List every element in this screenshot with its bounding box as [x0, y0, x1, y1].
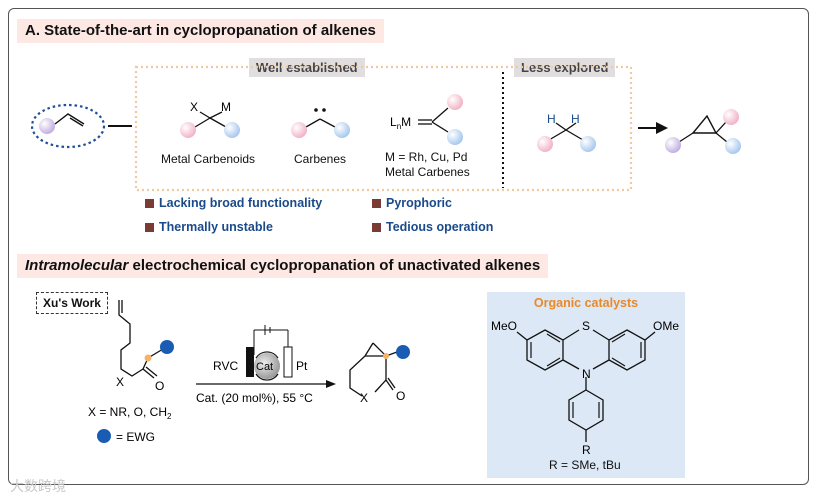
- section-b-title: Intramolecular electrochemical cycloprop…: [17, 254, 549, 278]
- substrate-o-atom: O: [155, 379, 164, 393]
- purple-sphere: [39, 118, 55, 134]
- blue-sphere: [224, 122, 240, 138]
- section-b-title-rest: electrochemical cyclopropanation of unac…: [128, 257, 541, 274]
- pink-sphere: [723, 109, 739, 125]
- rvc-electrode: [246, 347, 254, 377]
- figure-frame: [8, 8, 809, 485]
- carbenes-label: Carbenes: [294, 152, 347, 166]
- bullet-thermally-unstable: Thermally unstable: [145, 220, 273, 234]
- bullet-square: [145, 198, 154, 208]
- section-b-substrate: [118, 300, 174, 379]
- reaction-arrow-a: [638, 122, 668, 134]
- bullet-square: [372, 198, 381, 208]
- methoxy-left: MeO: [491, 319, 517, 333]
- section-b-title-italic: Intramolecular: [25, 257, 129, 274]
- sulfur-atom: S: [582, 319, 590, 333]
- watermark: 大数跨境: [10, 478, 66, 494]
- metal-carbenoid: [180, 111, 240, 138]
- catalyst-panel: Organic catalysts S N MeO OMe R R = SMe,…: [487, 292, 685, 478]
- orange-dot: [144, 354, 152, 362]
- r-group-definition: R = SMe, tBu: [549, 458, 621, 472]
- metal-carbenes-label: Metal Carbenes: [385, 165, 470, 179]
- section-a-title: A. State-of-the-art in cyclopropanation …: [17, 19, 384, 43]
- blue-sphere: [580, 136, 596, 152]
- pt-electrode: [283, 346, 293, 378]
- ewg-dot: [160, 340, 174, 354]
- hydrogen-label-2: H: [571, 112, 580, 126]
- phenothiazine-structure: S N MeO OMe R: [491, 319, 679, 457]
- blue-sphere: [447, 129, 463, 145]
- free-carbene: [291, 108, 350, 138]
- pink-sphere: [447, 94, 463, 110]
- cyclopropane-product: [665, 109, 741, 154]
- r-group-atom: R: [582, 443, 591, 457]
- ewg-dot: [396, 345, 410, 359]
- electrochemical-cell: [246, 325, 293, 381]
- product-o-atom: O: [396, 389, 405, 403]
- rvc-label: RVC: [213, 359, 238, 373]
- carbenoid-x-label: X: [190, 100, 198, 114]
- reaction-conditions: Cat. (20 mol%), 55 °C: [196, 391, 313, 405]
- methylene-fragment: [537, 122, 596, 152]
- catalyst-title: Organic catalysts: [533, 296, 639, 310]
- bullet-square: [145, 222, 154, 232]
- pink-sphere: [537, 136, 553, 152]
- metal-list-label: M = Rh, Cu, Pd: [385, 150, 468, 164]
- substrate-highlight-ring: [30, 103, 106, 149]
- bullet-lacking-functionality: Lacking broad functionality: [145, 196, 322, 210]
- bicyclic-product: [349, 342, 410, 397]
- metal-carbene: [418, 94, 463, 145]
- alkene-substrate: [30, 103, 132, 149]
- methoxy-right: OMe: [653, 319, 679, 333]
- x-definition: X = NR, O, CH2: [88, 405, 172, 421]
- ewg-legend-dot: [97, 429, 111, 443]
- orange-dot: [383, 353, 389, 359]
- substrate-x-atom: X: [116, 375, 124, 389]
- nitrogen-atom: N: [582, 367, 591, 381]
- pink-sphere: [291, 122, 307, 138]
- pt-label: Pt: [296, 359, 308, 373]
- pink-sphere: [180, 122, 196, 138]
- product-x-atom: X: [360, 391, 368, 405]
- bullet-pyrophoric: Pyrophoric: [372, 196, 452, 210]
- less-explored-label: Less explored: [514, 58, 616, 77]
- bullet-square: [372, 222, 381, 232]
- carbenoid-m-label: M: [221, 100, 231, 114]
- reaction-arrow-b: [196, 380, 336, 388]
- blue-sphere: [334, 122, 350, 138]
- bullet-tedious-operation: Tedious operation: [372, 220, 493, 234]
- metal-carbenoids-label: Metal Carbenoids: [161, 152, 256, 166]
- catalyst-sphere: [254, 353, 280, 379]
- xu-work-label: Xu's Work: [36, 292, 108, 314]
- lnm-label: LnM: [390, 115, 411, 131]
- purple-sphere: [665, 137, 681, 153]
- cat-label: Cat: [256, 361, 273, 373]
- blue-sphere: [725, 138, 741, 154]
- hydrogen-label-1: H: [547, 112, 556, 126]
- reagent-box: [134, 65, 633, 192]
- ewg-definition: = EWG: [116, 430, 155, 444]
